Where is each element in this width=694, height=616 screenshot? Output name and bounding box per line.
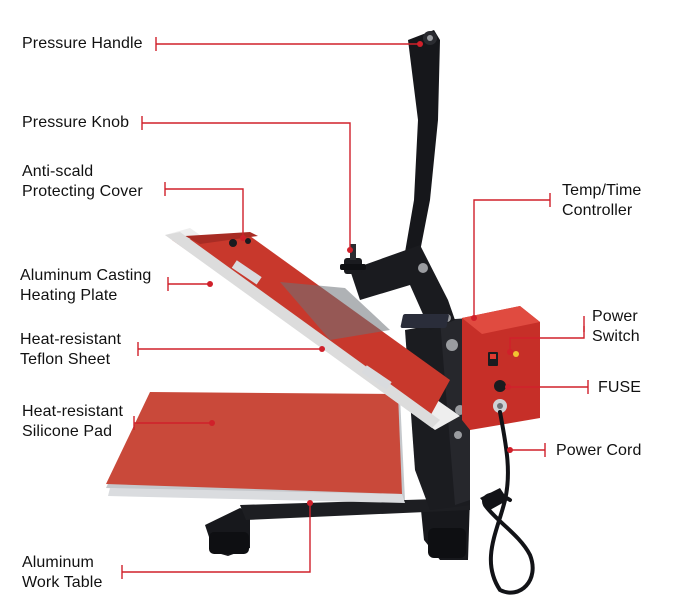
- pressure-knob: [340, 244, 366, 274]
- handle-arm: [350, 30, 455, 330]
- work-table: [106, 392, 405, 503]
- leader-lines: [121, 37, 589, 579]
- label-teflon-sheet: Heat-resistant Teflon Sheet: [20, 331, 121, 368]
- label-pressure-knob: Pressure Knob: [22, 114, 130, 131]
- heat-platen: [165, 228, 460, 430]
- label-heating-plate: Aluminum Casting Heating Plate: [20, 267, 152, 304]
- leader-temp-time: [473, 199, 550, 318]
- base-frame: [205, 498, 470, 560]
- label-temp-time-controller: Temp/Time Controller: [562, 182, 642, 219]
- label-fuse: FUSE: [598, 379, 642, 396]
- leader-pressure-knob: [142, 122, 351, 250]
- label-work-table: Aluminum Work Table: [22, 554, 103, 591]
- label-pressure-handle: Pressure Handle: [22, 35, 143, 52]
- label-anti-scald-cover: Anti-scald Protecting Cover: [22, 163, 143, 200]
- plug: [480, 488, 508, 510]
- power-cord: [482, 410, 535, 595]
- label-silicone-pad: Heat-resistant Silicone Pad: [22, 403, 123, 440]
- leader-anti-scald: [165, 188, 244, 238]
- label-power-switch: Power Switch: [592, 308, 640, 345]
- leader-dots: [207, 41, 513, 506]
- controller-box: [400, 306, 540, 430]
- label-power-cord: Power Cord: [556, 442, 642, 459]
- leader-work-table: [122, 503, 311, 573]
